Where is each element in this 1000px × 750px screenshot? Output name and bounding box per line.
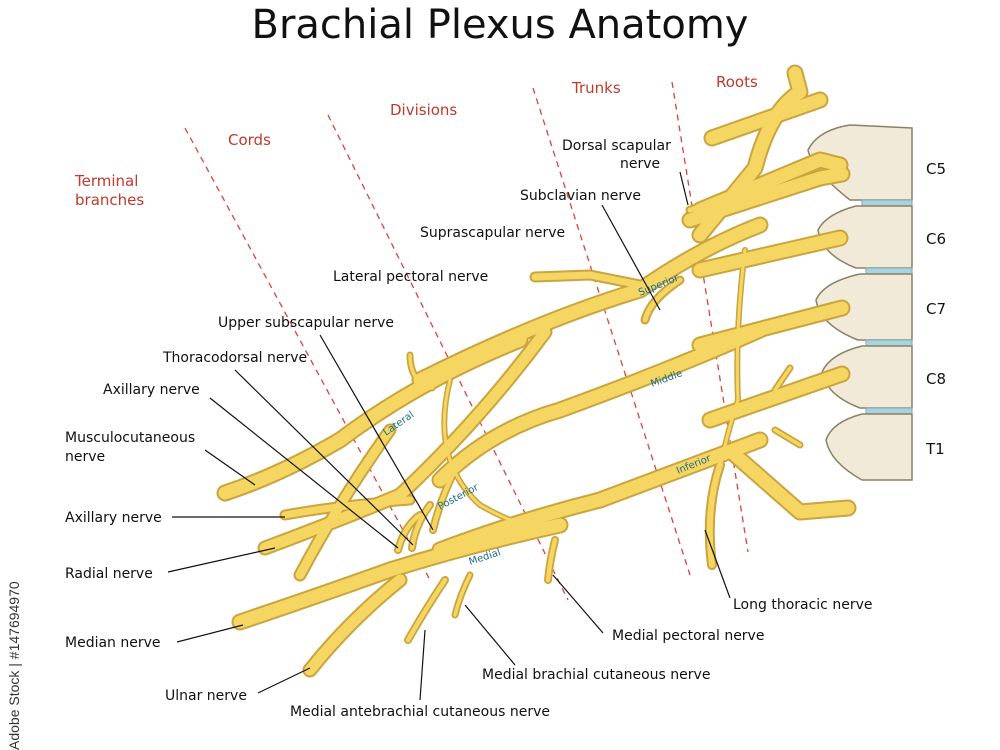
divider-cords	[184, 127, 431, 581]
label-medial-pectoral: Medial pectoral nerve	[612, 628, 764, 644]
label-axillary-upper: Axillary nerve	[103, 382, 200, 398]
disc-c7-t1	[865, 339, 913, 347]
vertebra-label-c5: C5	[926, 160, 946, 178]
label-radial: Radial nerve	[65, 566, 153, 582]
section-divider-lines	[184, 81, 749, 601]
vertebra-label-c7: C7	[926, 300, 946, 318]
leader-lines	[167, 171, 731, 701]
vertebra-label-c8: C8	[926, 370, 946, 388]
label-medial-antebrachial: Medial antebrachial cutaneous nerve	[290, 704, 550, 720]
label-subclavian: Subclavian nerve	[520, 188, 641, 204]
nerve-labels: Dorsal scapular nerve Subclavian nerve S…	[65, 138, 872, 720]
label-thoracodorsal: Thoracodorsal nerve	[162, 350, 307, 366]
label-musculocutaneous-1: Musculocutaneous	[65, 430, 195, 446]
section-labels: Roots Trunks Divisions Cords Terminal br…	[74, 73, 758, 209]
label-medial-brachial: Medial brachial cutaneous nerve	[482, 667, 710, 683]
leader-subclavian	[601, 204, 661, 311]
vertebra-c6	[817, 205, 913, 269]
leader-median	[176, 624, 244, 643]
leader-thoracodorsal	[234, 369, 414, 546]
label-long-thoracic: Long thoracic nerve	[733, 597, 872, 613]
leader-radial	[167, 547, 276, 573]
nerve-network	[216, 64, 857, 678]
leader-musculocutaneous	[204, 449, 256, 486]
label-axillary-lower: Axillary nerve	[65, 510, 162, 526]
label-suprascapular: Suprascapular nerve	[420, 225, 565, 241]
section-terminal-line1: Terminal	[74, 172, 138, 190]
label-musculocutaneous-2: nerve	[65, 449, 105, 465]
disc-c6-c7	[865, 267, 913, 275]
section-terminal-line2: branches	[75, 191, 144, 209]
section-trunks: Trunks	[571, 79, 621, 97]
leader-medial-antebrachial	[419, 629, 426, 701]
leader-long-thoracic	[704, 529, 731, 599]
divider-divisions	[327, 114, 569, 601]
vertebra-t1	[825, 413, 913, 481]
label-upper-subscapular: Upper subscapular nerve	[218, 315, 394, 331]
section-divisions: Divisions	[390, 101, 457, 119]
section-cords: Cords	[228, 131, 271, 149]
divider-roots	[671, 81, 749, 553]
label-dorsal-scapular-2: nerve	[620, 156, 660, 172]
label-dorsal-scapular-1: Dorsal scapular	[562, 138, 671, 154]
leader-medial-brachial	[464, 604, 516, 666]
vertebra-c7	[815, 273, 913, 341]
vertebra-label-c6: C6	[926, 230, 946, 248]
diagram-title: Brachial Plexus Anatomy	[251, 2, 749, 48]
label-median: Median nerve	[65, 635, 161, 651]
disc-t1	[865, 407, 913, 415]
disc-c5-c6	[861, 199, 913, 207]
section-roots: Roots	[716, 73, 758, 91]
vertebra-label-t1: T1	[925, 440, 945, 458]
leader-axillary-upper	[209, 397, 399, 549]
leader-medial-pectoral	[552, 574, 604, 634]
label-lateral-pectoral: Lateral pectoral nerve	[333, 269, 488, 285]
leader-dorsal-scapular	[679, 171, 689, 206]
vertebra-labels: C5 C6 C7 C8 T1	[925, 160, 946, 458]
label-ulnar: Ulnar nerve	[165, 688, 247, 704]
spine	[807, 124, 913, 481]
leader-ulnar	[257, 667, 311, 694]
leader-upper-subscapular	[319, 334, 434, 531]
divider-trunks	[532, 87, 691, 576]
